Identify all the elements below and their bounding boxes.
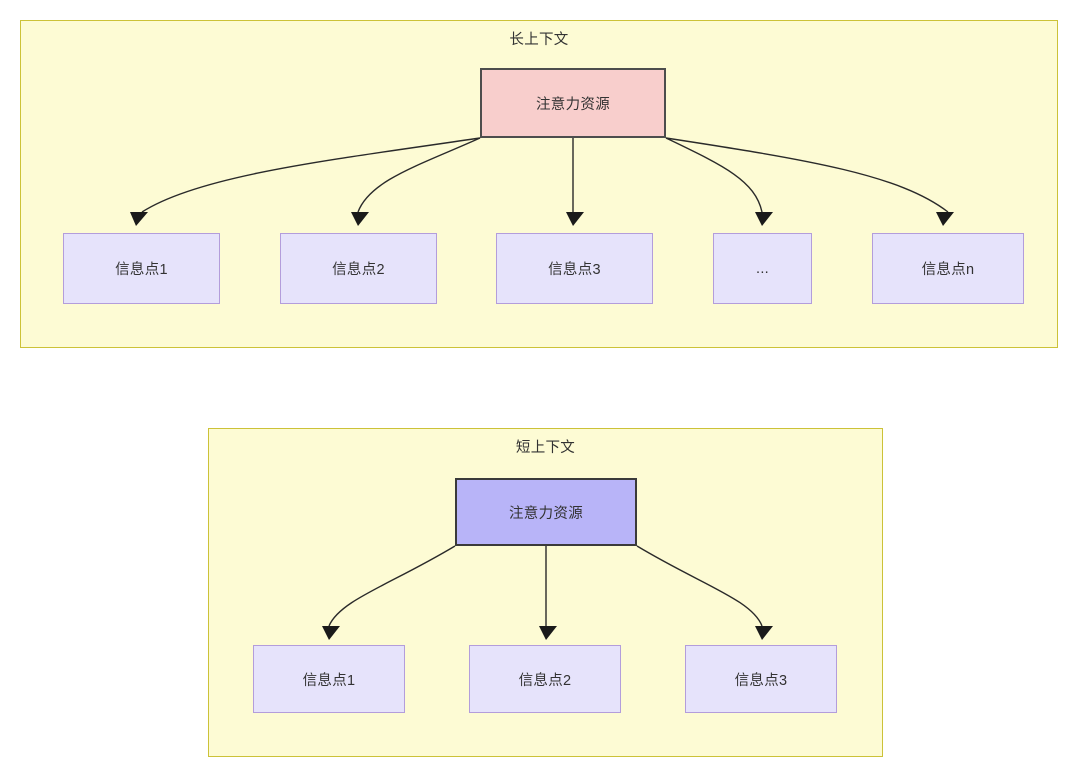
node-info-point-long-ellipsis-label: ... — [756, 260, 769, 277]
node-info-point-long-2[interactable]: 信息点2 — [280, 233, 437, 304]
group-long-context-title: 长上下文 — [509, 32, 569, 48]
node-info-point-short-1-label: 信息点1 — [302, 672, 356, 689]
node-info-point-long-ellipsis[interactable]: ... — [713, 233, 812, 304]
node-attention-resource-short-label: 注意力资源 — [509, 505, 583, 522]
node-info-point-short-2-label: 信息点2 — [518, 672, 572, 689]
node-info-point-long-1-label: 信息点1 — [115, 262, 168, 278]
node-attention-resource-long[interactable]: 注意力资源 — [480, 68, 666, 138]
node-info-point-long-n-label: 信息点n — [921, 262, 975, 278]
node-info-point-long-1[interactable]: 信息点1 — [63, 233, 220, 304]
node-info-point-long-n[interactable]: 信息点n — [872, 233, 1024, 304]
node-info-point-short-3-label: 信息点3 — [734, 672, 788, 689]
node-attention-resource-long-label: 注意力资源 — [536, 96, 610, 113]
node-attention-resource-short[interactable]: 注意力资源 — [455, 478, 637, 546]
node-info-point-long-2-label: 信息点2 — [332, 262, 385, 278]
node-info-point-short-3[interactable]: 信息点3 — [685, 645, 837, 713]
node-info-point-long-3-label: 信息点3 — [548, 262, 601, 278]
node-info-point-long-3[interactable]: 信息点3 — [496, 233, 653, 304]
group-short-context-title: 短上下文 — [515, 440, 576, 456]
node-info-point-short-1[interactable]: 信息点1 — [253, 645, 405, 713]
node-info-point-short-2[interactable]: 信息点2 — [469, 645, 621, 713]
